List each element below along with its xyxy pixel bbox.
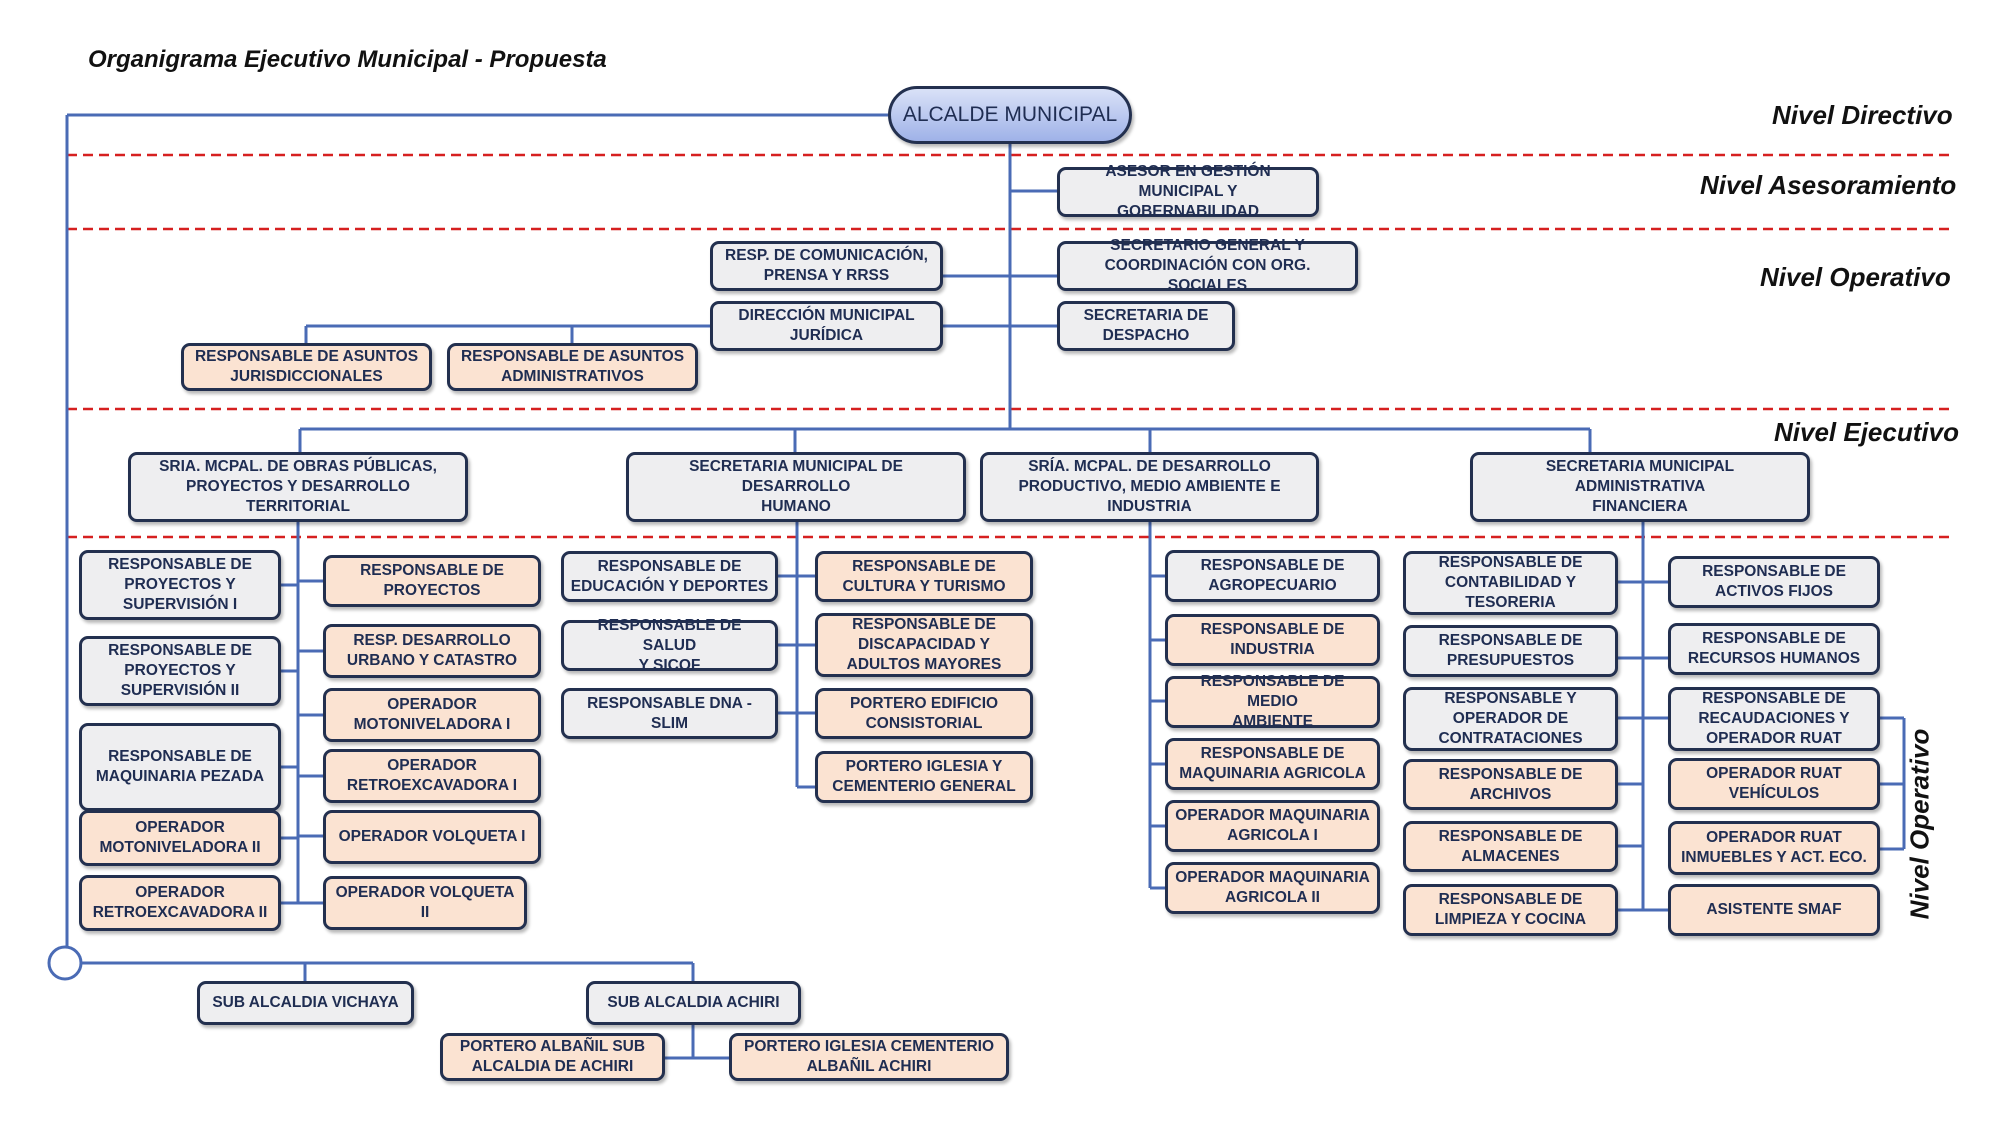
node-sria-obras-publicas[interactable]: SRIA. MCPAL. DE OBRAS PÚBLICAS, PROYECTO… (128, 452, 468, 522)
node-humano-staff[interactable]: PORTERO IGLESIA Y CEMENTERIO GENERAL (815, 751, 1033, 803)
node-obras-staff[interactable]: RESPONSABLE DE PROYECTOS (323, 555, 541, 607)
node-obras-staff[interactable]: OPERADOR RETROEXCAVADORA II (79, 875, 281, 931)
node-sria-desarrollo-productivo[interactable]: SRÍA. MCPAL. DE DESARROLLO PRODUCTIVO, M… (980, 452, 1319, 522)
node-admin-staff[interactable]: OPERADOR RUAT VEHÍCULOS (1668, 758, 1880, 810)
node-admin-staff[interactable]: RESPONSABLE Y OPERADOR DE CONTRATACIONES (1403, 687, 1618, 751)
node-humano-staff[interactable]: PORTERO EDIFICIO CONSISTORIAL (815, 688, 1033, 739)
level-label-operativo: Nivel Operativo (1760, 262, 1951, 292)
node-obras-staff[interactable]: OPERADOR VOLQUETA I (323, 810, 541, 864)
node-admin-staff[interactable]: OPERADOR RUAT INMUEBLES Y ACT. ECO. (1668, 821, 1880, 875)
node-admin-staff[interactable]: RESPONSABLE DE RECAUDACIONES Y OPERADOR … (1668, 687, 1880, 751)
node-asuntos-administrativos[interactable]: RESPONSABLE DE ASUNTOS ADMINISTRATIVOS (447, 343, 698, 391)
node-secretaria-despacho[interactable]: SECRETARIA DE DESPACHO (1057, 301, 1235, 351)
node-obras-staff[interactable]: RESP. DESARROLLO URBANO Y CATASTRO (323, 624, 541, 678)
level-label-operativo-vertical: Nivel Operativo (1904, 728, 1935, 920)
node-sria-desarrollo-humano[interactable]: SECRETARIA MUNICIPAL DE DESARROLLO HUMAN… (626, 452, 966, 522)
node-productivo-staff[interactable]: RESPONSABLE DE AGROPECUARIO (1165, 550, 1380, 602)
node-humano-staff[interactable]: RESPONSABLE DE CULTURA Y TURISMO (815, 551, 1033, 602)
node-portero-albanil-achiri[interactable]: PORTERO ALBAÑIL SUB ALCALDIA DE ACHIRI (440, 1033, 665, 1081)
node-humano-staff[interactable]: RESPONSABLE DE EDUCACIÓN Y DEPORTES (561, 551, 778, 602)
node-admin-staff[interactable]: ASISTENTE SMAF (1668, 884, 1880, 936)
node-obras-staff[interactable]: RESPONSABLE DE PROYECTOS Y SUPERVISIÓN I (79, 550, 281, 620)
node-asuntos-jurisdiccionales[interactable]: RESPONSABLE DE ASUNTOS JURISDICCIONALES (181, 343, 432, 391)
node-productivo-staff[interactable]: RESPONSABLE DE INDUSTRIA (1165, 614, 1380, 666)
node-admin-staff[interactable]: RESPONSABLE DE RECURSOS HUMANOS (1668, 623, 1880, 675)
node-direccion-juridica[interactable]: DIRECCIÓN MUNICIPAL JURÍDICA (710, 301, 943, 351)
node-sub-alcaldia-achiri[interactable]: SUB ALCALDIA ACHIRI (586, 981, 801, 1025)
node-productivo-staff[interactable]: OPERADOR MAQUINARIA AGRICOLA I (1165, 800, 1380, 852)
node-humano-staff[interactable]: RESPONSABLE DE SALUD Y SICOF (561, 617, 778, 674)
node-admin-staff[interactable]: RESPONSABLE DE CONTABILIDAD Y TESORERIA (1403, 551, 1618, 615)
node-admin-staff[interactable]: RESPONSABLE DE ARCHIVOS (1403, 759, 1618, 810)
node-humano-staff[interactable]: RESPONSABLE DNA - SLIM (561, 688, 778, 739)
node-alcalde-municipal[interactable]: ALCALDE MUNICIPAL (888, 86, 1132, 144)
node-asesor-gestion[interactable]: ASESOR EN GESTIÓN MUNICIPAL Y GOBERNABIL… (1057, 163, 1319, 220)
node-obras-staff[interactable]: RESPONSABLE DE PROYECTOS Y SUPERVISIÓN I… (79, 636, 281, 706)
node-productivo-staff[interactable]: RESPONSABLE DE MAQUINARIA AGRICOLA (1165, 738, 1380, 790)
level-label-directivo: Nivel Directivo (1772, 100, 1953, 130)
node-obras-staff[interactable]: OPERADOR RETROEXCAVADORA I (323, 749, 541, 803)
node-admin-staff[interactable]: RESPONSABLE DE ACTIVOS FIJOS (1668, 556, 1880, 608)
node-obras-staff[interactable]: OPERADOR MOTONIVELADORA I (323, 688, 541, 742)
node-obras-staff[interactable]: OPERADOR MOTONIVELADORA II (79, 810, 281, 866)
level-label-asesoramiento: Nivel Asesoramiento (1700, 170, 1957, 200)
node-admin-staff[interactable]: RESPONSABLE DE LIMPIEZA Y COCINA (1403, 884, 1618, 936)
node-admin-staff[interactable]: RESPONSABLE DE ALMACENES (1403, 821, 1618, 872)
node-humano-staff[interactable]: RESPONSABLE DE DISCAPACIDAD Y ADULTOS MA… (815, 613, 1033, 677)
node-sria-administrativa-financiera[interactable]: SECRETARIA MUNICIPAL ADMINISTRATIVA FINA… (1470, 452, 1810, 522)
level-label-ejecutivo: Nivel Ejecutivo (1774, 417, 1959, 447)
node-resp-comunicacion[interactable]: RESP. DE COMUNICACIÓN, PRENSA Y RRSS (710, 241, 943, 291)
node-secretario-general[interactable]: SECRETARIO GENERAL Y COORDINACIÓN CON OR… (1057, 237, 1358, 294)
node-obras-staff[interactable]: OPERADOR VOLQUETA II (323, 876, 527, 930)
node-productivo-staff[interactable]: OPERADOR MAQUINARIA AGRICOLA II (1165, 862, 1380, 914)
chart-title: Organigrama Ejecutivo Municipal - Propue… (88, 46, 607, 73)
node-obras-staff[interactable]: RESPONSABLE DE MAQUINARIA PEZADA (79, 723, 281, 811)
node-sub-alcaldia-vichaya[interactable]: SUB ALCALDIA VICHAYA (197, 981, 414, 1025)
node-productivo-staff[interactable]: RESPONSABLE DE MEDIO AMBIENTE (1165, 673, 1380, 730)
node-admin-staff[interactable]: RESPONSABLE DE PRESUPUESTOS (1403, 625, 1618, 677)
node-portero-iglesia-achiri[interactable]: PORTERO IGLESIA CEMENTERIO ALBAÑIL ACHIR… (729, 1033, 1009, 1081)
